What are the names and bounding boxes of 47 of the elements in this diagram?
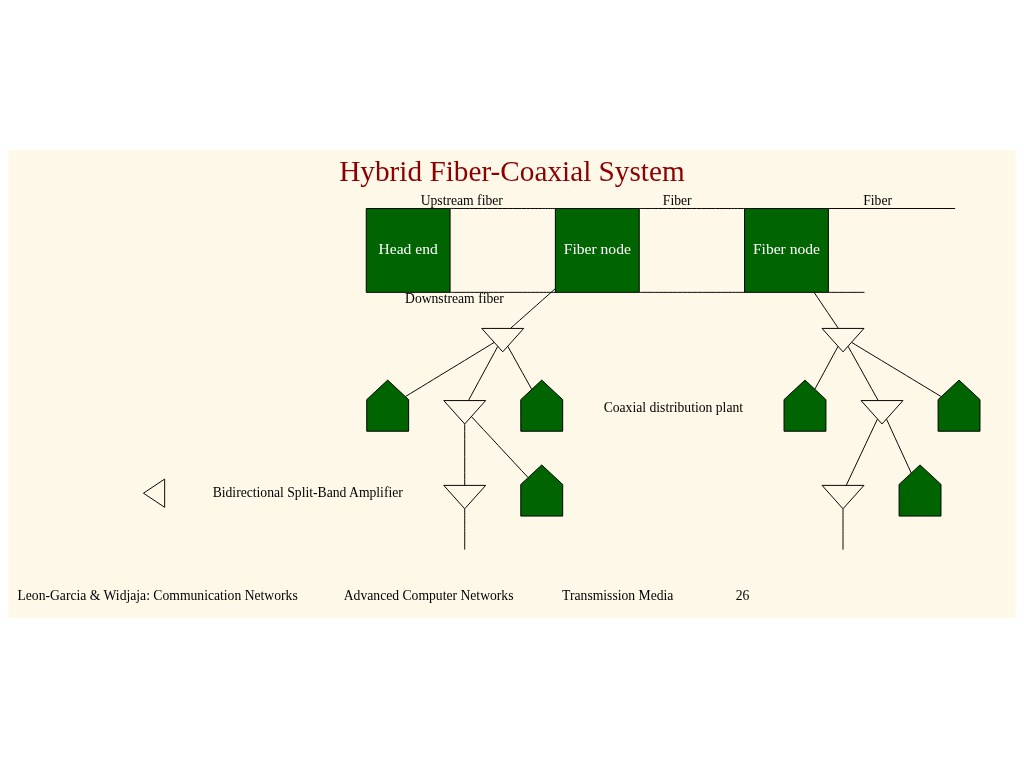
connector xyxy=(464,508,466,551)
node-triangle xyxy=(481,327,525,353)
connector xyxy=(827,291,865,293)
edge-label: Fiber xyxy=(863,192,893,208)
node-triangle xyxy=(443,484,487,510)
connector xyxy=(467,345,499,402)
edge-label: Downstream fiber xyxy=(405,291,504,307)
node-triangle xyxy=(142,478,166,508)
label: Coaxial distribution plant xyxy=(603,399,744,415)
connector xyxy=(637,208,746,209)
label: 26 xyxy=(735,588,750,604)
node-box: Fiber node xyxy=(744,208,829,293)
node-house xyxy=(783,379,827,432)
node-house xyxy=(520,379,564,432)
connector xyxy=(847,345,879,402)
connector xyxy=(813,292,839,329)
connector xyxy=(471,416,529,479)
node-house xyxy=(898,464,942,517)
connector xyxy=(827,208,956,209)
legend-label: Bidirectional Split-Band Amplifier xyxy=(212,484,403,500)
connector xyxy=(842,508,844,551)
connector xyxy=(448,208,556,209)
connector xyxy=(510,288,556,329)
edge-label: Fiber xyxy=(662,192,692,208)
edge-label: Upstream fiber xyxy=(420,192,503,208)
connector xyxy=(814,345,839,390)
connector xyxy=(405,342,495,397)
connector xyxy=(638,291,746,293)
node-box: Head end xyxy=(365,208,451,293)
node-triangle xyxy=(821,484,865,510)
connector xyxy=(507,345,533,390)
node-triangle xyxy=(821,327,865,353)
connector xyxy=(845,418,878,486)
node-triangle xyxy=(443,400,487,425)
connector xyxy=(886,418,912,474)
connector xyxy=(464,423,466,486)
label: Leon-Garcia & Widjaja: Communication Networks xyxy=(17,588,298,604)
node-house xyxy=(937,379,981,432)
label: Transmission Media xyxy=(562,588,674,604)
connector xyxy=(851,342,942,397)
node-house xyxy=(520,464,564,517)
node-triangle xyxy=(860,400,904,425)
node-box: Fiber node xyxy=(554,208,640,293)
connector xyxy=(449,291,557,293)
diagram-title: Hybrid Fiber-Coaxial System xyxy=(339,155,685,188)
node-house xyxy=(366,379,410,432)
label: Advanced Computer Networks xyxy=(343,588,514,604)
